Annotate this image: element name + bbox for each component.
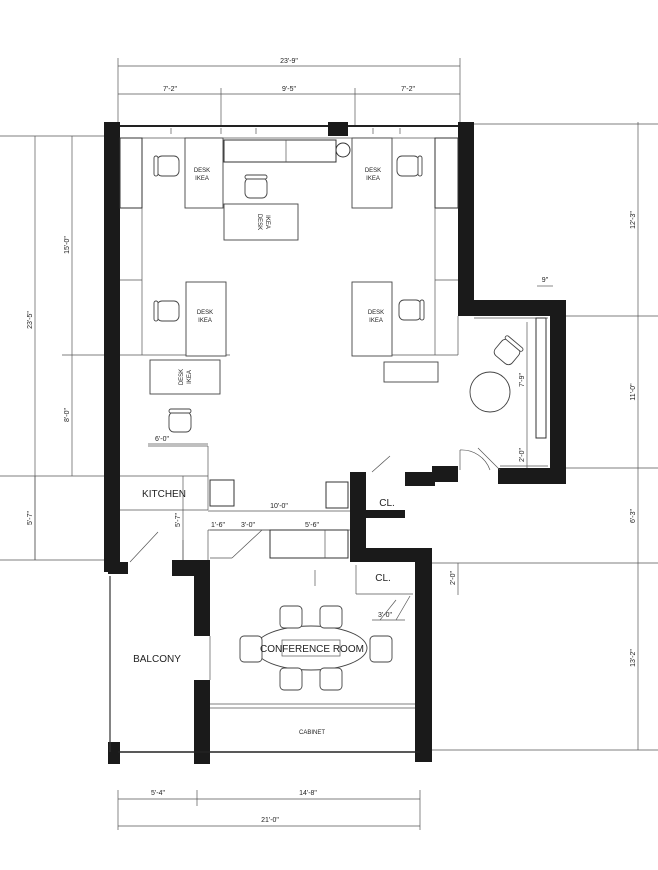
dim-seg-a: 1'-6" [211, 522, 225, 529]
svg-text:IKEA: IKEA [264, 215, 270, 229]
chair [398, 299, 425, 321]
label-conference: CONFERENCE ROOM [260, 644, 364, 655]
conference-chairs [239, 605, 393, 691]
desk-lower-left: DESK IKEA [149, 359, 221, 395]
chair [244, 174, 268, 199]
chairs [153, 155, 524, 433]
dim-top-right: 7'-2" [401, 86, 415, 93]
label-closet-lower: CL. [375, 573, 391, 584]
dim-bay-top: 9" [542, 277, 549, 284]
dim-top-middle: 9'-5" [282, 86, 296, 93]
svg-text:DESK: DESK [194, 168, 210, 174]
dim-bay-bottom: 2'-0" [519, 448, 526, 462]
chair [153, 300, 180, 322]
dim-right-lower: 6'-3" [630, 509, 637, 523]
chair [396, 155, 423, 177]
desk-top-right: DESK IKEA [351, 137, 393, 209]
dim-bottom-overall: 21'-0" [261, 817, 279, 824]
dim-seg-b: 3'-0" [241, 522, 255, 529]
dimension-lines: 23'-9" 7'-2" 9'-5" 7'-2" 23'-5" 15'-0" 8… [0, 58, 658, 830]
svg-text:DESK: DESK [256, 214, 262, 230]
bench [383, 361, 439, 383]
desks: DESK IKEA DESK IKEA DESK IKEA DESK IKEA … [149, 137, 511, 413]
dim-left-overall: 23'-5" [27, 311, 34, 329]
label-cabinet: CABINET [299, 730, 325, 736]
svg-text:IKEA: IKEA [369, 318, 383, 324]
label-kitchen: KITCHEN [142, 489, 186, 500]
dim-right-upper: 12'-3" [630, 211, 637, 229]
dim-bay-height: 7'-9" [519, 373, 526, 387]
desk-mid-right: DESK IKEA [351, 281, 393, 357]
dim-overall-top: 23'-9" [280, 58, 298, 65]
interior-lines [119, 128, 548, 709]
desk-top-left: DESK IKEA [184, 137, 224, 209]
conference-room [239, 605, 393, 691]
dim-kitchen-height: 5'-7" [175, 513, 182, 527]
svg-text:IKEA: IKEA [198, 318, 212, 324]
dim-right-closet: 2'-0" [450, 571, 457, 585]
svg-text:IKEA: IKEA [187, 370, 193, 384]
dim-left-middle: 8'-0" [64, 408, 71, 422]
walls [104, 122, 566, 764]
svg-text:IKEA: IKEA [366, 176, 380, 182]
dim-right-bottom: 13'-2" [630, 649, 637, 667]
dim-right-middle: 11'-0" [630, 383, 637, 401]
chair [493, 335, 524, 366]
room-labels: KITCHEN BALCONY CONFERENCE ROOM CL. CL. … [133, 489, 395, 736]
svg-text:DESK: DESK [368, 310, 384, 316]
desk-top-center: DESK IKEA [223, 203, 299, 241]
dim-left-lower: 5'-7" [27, 511, 34, 525]
dim-seg-c: 5'-6" [305, 522, 319, 529]
label-closet-upper: CL. [379, 498, 395, 509]
svg-text:DESK: DESK [365, 168, 381, 174]
svg-text:IKEA: IKEA [195, 176, 209, 182]
svg-text:DESK: DESK [179, 369, 185, 385]
dim-top-left: 7'-2" [163, 86, 177, 93]
chair [168, 408, 192, 433]
label-balcony: BALCONY [133, 654, 181, 665]
desk-mid-left: DESK IKEA [185, 281, 227, 357]
dim-bottom-left: 5'-4" [151, 790, 165, 797]
dim-left-upper: 15'-0" [64, 236, 71, 254]
chair [153, 155, 180, 177]
dim-kitchen-width: 10'-0" [270, 503, 288, 510]
round-table [469, 371, 511, 413]
svg-text:DESK: DESK [197, 310, 213, 316]
dim-bottom-right: 14'-8" [299, 790, 317, 797]
dim-desk-width: 6'-0" [155, 436, 169, 443]
dim-closet-width: 3'-0" [378, 612, 392, 619]
